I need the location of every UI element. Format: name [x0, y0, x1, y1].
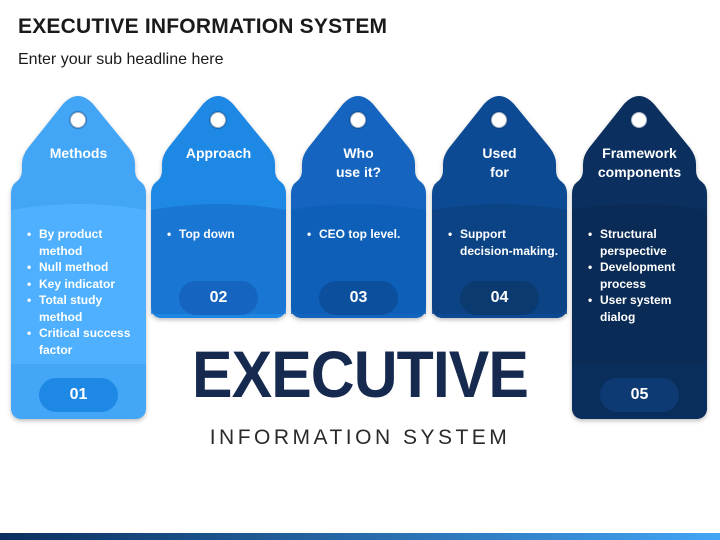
tag-list-item: Structural [588, 226, 675, 243]
tag-number-pill: 03 [319, 281, 398, 315]
tag-card-04: Used forSupportdecision-making. 04 [432, 92, 567, 318]
tag-title: Framework components [572, 144, 707, 182]
bottom-gradient-bar [0, 533, 720, 540]
page-title: EXECUTIVE INFORMATION SYSTEM [18, 15, 388, 38]
tag-footer [151, 306, 286, 318]
tag-hole-icon [630, 111, 648, 129]
tag-list-item: Null method [27, 259, 130, 276]
tag-hole-icon [490, 111, 508, 129]
tag-bullet-list: CEO top level. [305, 226, 400, 243]
tag-list-item: Key indicator [27, 276, 130, 293]
tag-footer [432, 306, 567, 318]
tag-title-line: components [597, 164, 682, 180]
tag-title-line: Who [343, 145, 374, 161]
tag-list-item: method [39, 309, 83, 324]
tag-title-line: use it? [335, 164, 382, 180]
tag-card-05: Framework componentsStructuralperspective… [572, 92, 707, 419]
tag-bullet-list: StructuralperspectiveDevelopmentprocessU… [586, 226, 675, 325]
page-subtitle: Enter your sub headline here [18, 51, 224, 68]
tag-title: Who use it? [291, 144, 426, 182]
tag-list-item: By product [27, 226, 130, 243]
tag-number-pill: 04 [460, 281, 539, 315]
tag-number-pill: 02 [179, 281, 258, 315]
tag-list-item: Development [588, 259, 675, 276]
tag-card-03: Who use it? CEO top level. 03 [291, 92, 426, 318]
tag-card-01: MethodsBy productmethodNull methodKey in… [11, 92, 146, 419]
tag-list-item: dialog [600, 309, 636, 324]
tag-title-line: Approach [185, 145, 252, 161]
tag-shape [572, 96, 707, 419]
tag-number-pill: 05 [600, 378, 679, 412]
tag-list-item: User system [588, 292, 675, 309]
tag-list-item: Critical success [27, 325, 130, 342]
tag-list-item: process [600, 276, 647, 291]
tag-hole-icon [349, 111, 367, 129]
tag-hole-icon [209, 111, 227, 129]
tag-bullet-list: Top down [165, 226, 235, 243]
information-system-subtitle: INFORMATION SYSTEM [209, 426, 511, 449]
tag-footer [291, 306, 426, 318]
tag-list-item: Total study [27, 292, 130, 309]
big-executive-word: EXECUTIVE [192, 337, 529, 411]
tag-list-item: factor [39, 342, 73, 357]
tag-list-item: perspective [600, 243, 667, 258]
tag-list-item: Support [448, 226, 558, 243]
tag-title-line: Methods [49, 145, 108, 161]
tag-list-item: Top down [167, 226, 235, 243]
tag-title: Used for [432, 144, 567, 182]
tag-bullet-list: By productmethodNull methodKey indicator… [25, 226, 130, 358]
tag-title: Methods [11, 144, 146, 163]
tag-hole-icon [69, 111, 87, 129]
tag-card-02: ApproachTop down 02 [151, 92, 286, 318]
tag-list-item: method [39, 243, 83, 258]
tag-title-line: Framework [602, 145, 677, 161]
tag-title-line: for [490, 164, 509, 180]
tag-list-item: CEO top level. [307, 226, 400, 243]
tag-title: Approach [151, 144, 286, 163]
tag-title-line: Used [482, 145, 517, 161]
tag-number-pill: 01 [39, 378, 118, 412]
tag-list-item: decision-making. [460, 243, 559, 258]
